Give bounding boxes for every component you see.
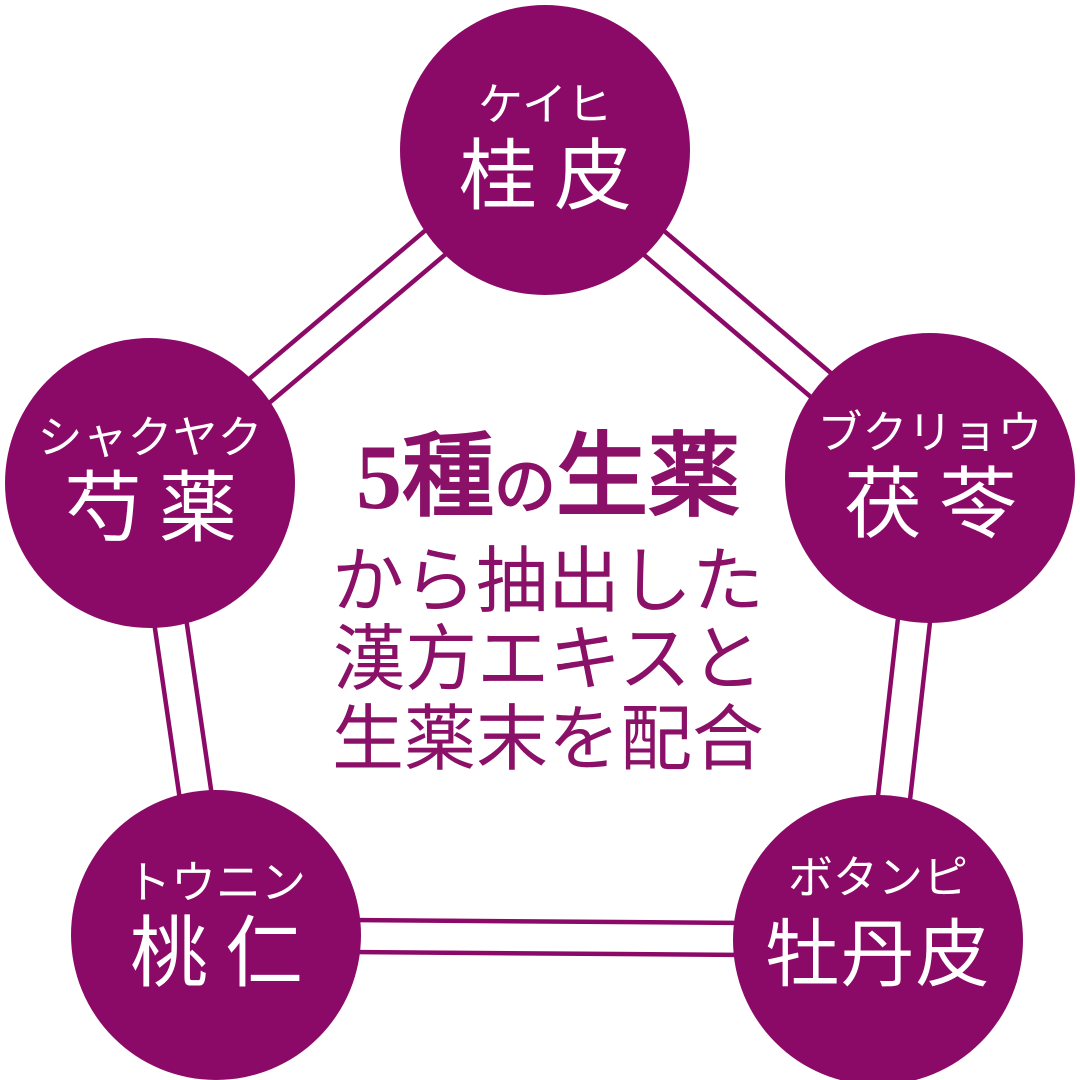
herb-kana-tonin: トウニン bbox=[126, 857, 306, 908]
herb-circle-tonin bbox=[71, 790, 361, 1080]
herb-kanji-shakuyaku: 芍薬 bbox=[64, 464, 254, 552]
herb-kanji-tonin: 桃仁 bbox=[130, 909, 320, 997]
herb-circle-keihi bbox=[400, 5, 690, 295]
center-line1-particle: の bbox=[494, 454, 556, 522]
herb-kanji-keihi: 桂皮 bbox=[459, 132, 649, 220]
herb-kana-shakuyaku: シャクヤク bbox=[37, 412, 262, 463]
center-line1-part-b: 生薬 bbox=[556, 426, 740, 528]
herb-kana-botanpi: ボタンピ bbox=[788, 852, 968, 903]
herb-kana-keihi: ケイヒ bbox=[478, 79, 612, 130]
herb-circle-botanpi bbox=[733, 795, 1023, 1080]
center-line1-part-a: 5種 bbox=[356, 426, 494, 528]
center-message-line4: 生薬末を配合 bbox=[332, 700, 764, 780]
herb-circles bbox=[5, 5, 1075, 1080]
herb-kana-bukuryo: ブクリョウ bbox=[817, 407, 1042, 458]
herb-kanji-botanpi: 牡丹皮 bbox=[766, 913, 991, 996]
herb-labels: ケイヒ 桂皮 シャクヤク 芍薬 ブクリョウ 茯苓 トウニン 桃仁 ボタンピ 牡丹… bbox=[37, 79, 1042, 997]
center-message-line3: 漢方エキスと bbox=[333, 620, 763, 700]
herb-kanji-bukuryo: 茯苓 bbox=[844, 460, 1034, 548]
herb-circle-shakuyaku bbox=[5, 338, 295, 628]
center-message-line1: 5種の生薬 bbox=[356, 426, 740, 528]
herb-circle-bukuryo bbox=[785, 333, 1075, 623]
center-message-line2: から抽出した bbox=[332, 542, 764, 622]
center-message: 5種の生薬 から抽出した 漢方エキスと 生薬末を配合 bbox=[332, 426, 764, 780]
